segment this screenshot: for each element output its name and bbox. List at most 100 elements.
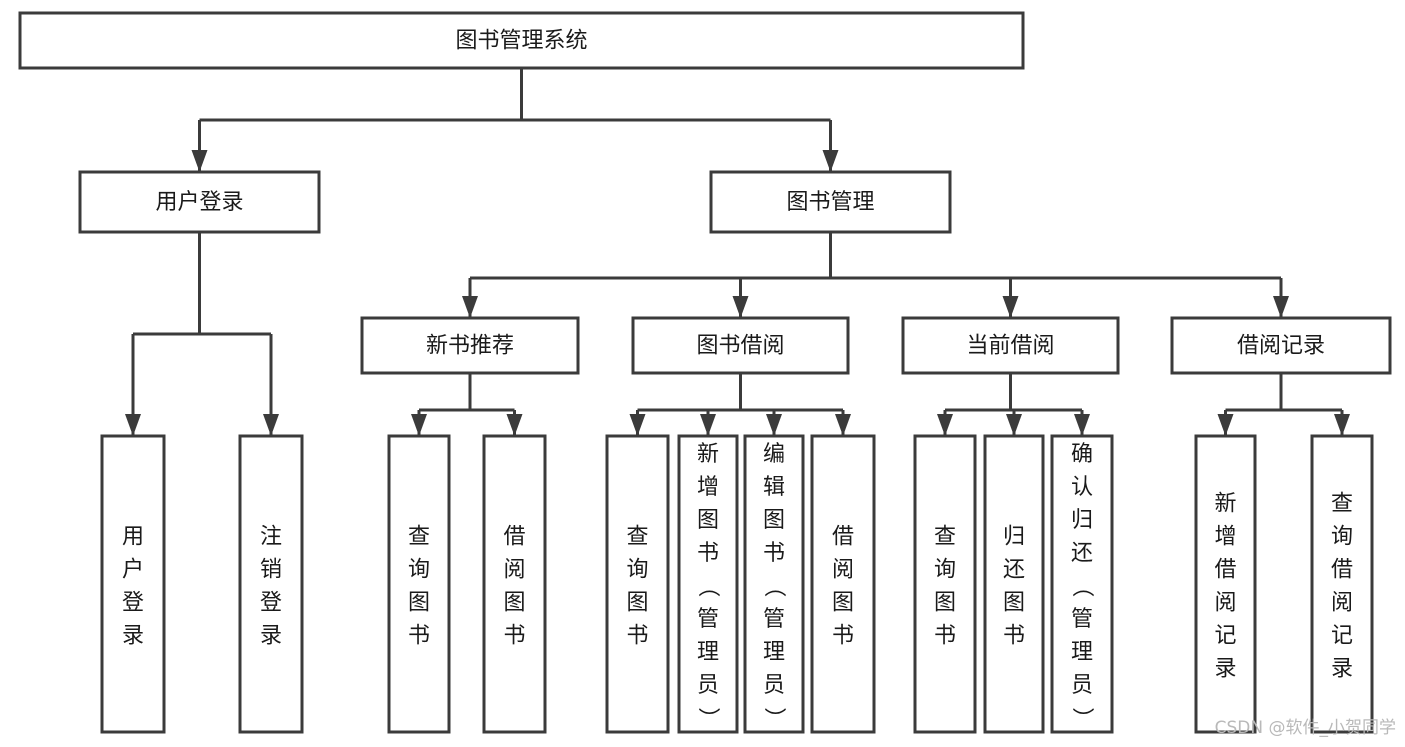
arrow-down-icon-l3-0-0 — [411, 414, 427, 436]
label-char: （ — [695, 575, 720, 597]
arrow-down-icon-l3-1-2 — [766, 414, 782, 436]
node-layer: 图书管理系统用户登录图书管理新书推荐图书借阅当前借阅借阅记录用户登录注销登录查询… — [18, 11, 1392, 734]
label-char: 书 — [697, 541, 719, 566]
arrow-down-icon-books-0 — [462, 296, 478, 318]
root-node-box[interactable] — [18, 11, 1025, 70]
label-char: 图 — [626, 591, 648, 616]
label-char: 新 — [1214, 492, 1236, 517]
arrow-down-icon-userlogin-1 — [263, 414, 279, 436]
leaf-node-box-11[interactable] — [1194, 434, 1257, 734]
leaf-node-box-8[interactable] — [913, 434, 977, 734]
label-char: 录 — [260, 624, 282, 649]
level2-node-label-0: 用户登录 — [155, 190, 243, 215]
label-char: 图 — [832, 591, 854, 616]
arrow-down-icon-books-2 — [1002, 296, 1019, 318]
level2-node-label-1: 图书管理 — [786, 190, 874, 215]
label-char: 阅 — [1214, 591, 1236, 616]
leaf-node-box-3[interactable] — [482, 434, 547, 734]
label-char: 编 — [763, 442, 785, 467]
label-char: 书 — [1003, 624, 1025, 649]
label-char: 辑 — [763, 475, 785, 500]
leaf-node-box-7[interactable] — [810, 434, 876, 734]
label-char: 借 — [1331, 558, 1353, 583]
leaf-node-box-5[interactable] — [677, 434, 739, 734]
label-char: （ — [1069, 575, 1094, 597]
leaf-node-label-0: 用户登录 — [122, 525, 144, 649]
label-char: 书 — [503, 624, 525, 649]
label-char: ） — [1069, 707, 1094, 729]
label-char: 阅 — [503, 558, 525, 583]
label-char: 阅 — [832, 558, 854, 583]
level3-node-label-1: 图书借阅 — [696, 334, 784, 359]
arrow-down-icon-books-1 — [732, 296, 749, 318]
arrow-down-icon-root-1 — [822, 150, 839, 172]
label-char: 借 — [832, 525, 854, 550]
leaf-node-box-12[interactable] — [1310, 434, 1374, 734]
level2-node-box-1[interactable] — [709, 170, 952, 234]
label-char: 查 — [934, 525, 956, 550]
label-char: 图 — [697, 508, 719, 533]
arrow-down-icon-l3-2-1 — [1006, 414, 1022, 436]
level2-node-box-0[interactable] — [78, 170, 321, 234]
label-char: 归 — [1003, 525, 1025, 550]
label-char: 借 — [1214, 558, 1236, 583]
leaf-node-box-4[interactable] — [605, 434, 670, 734]
label-char: 记 — [1331, 624, 1353, 649]
arrow-down-icon-l3-0-1 — [506, 414, 523, 436]
leaf-node-box-9[interactable] — [983, 434, 1045, 734]
label-char: 管 — [697, 607, 719, 632]
label-char: 登 — [260, 591, 282, 616]
level3-node-box-0[interactable] — [360, 316, 580, 375]
arrow-down-icon-l3-1-1 — [700, 414, 716, 436]
label-char: （ — [761, 575, 786, 597]
level3-node-box-1[interactable] — [631, 316, 850, 375]
label-char: 员 — [1071, 673, 1093, 698]
label-char: 图 — [408, 591, 430, 616]
label-char: ） — [695, 707, 720, 729]
arrow-down-icon-root-0 — [191, 150, 208, 172]
leaf-node-box-6[interactable] — [743, 434, 805, 734]
arrow-down-icon-l3-1-3 — [835, 414, 851, 436]
arrow-down-icon-l3-1-0 — [629, 414, 646, 436]
leaf-node-box-1[interactable] — [238, 434, 304, 734]
label-char: 认 — [1071, 475, 1093, 500]
label-char: 员 — [763, 673, 785, 698]
level3-node-box-3[interactable] — [1170, 316, 1392, 375]
label-char: 销 — [260, 558, 282, 583]
label-char: 查 — [1331, 492, 1353, 517]
label-char: 归 — [1071, 508, 1093, 533]
label-char: 增 — [697, 475, 719, 500]
label-char: 注 — [260, 525, 282, 550]
label-char: 理 — [1071, 640, 1093, 665]
level3-node-box-2[interactable] — [901, 316, 1120, 375]
label-char: 管 — [763, 607, 785, 632]
label-char: 询 — [934, 558, 956, 583]
label-char: 登 — [122, 591, 144, 616]
label-char: 还 — [1071, 541, 1093, 566]
leaf-node-box-2[interactable] — [387, 434, 451, 734]
arrow-down-icon-userlogin-0 — [125, 414, 141, 436]
level3-node-label-3: 借阅记录 — [1237, 334, 1325, 359]
leaf-node-box-10[interactable] — [1050, 434, 1114, 734]
arrow-down-icon-books-3 — [1273, 296, 1289, 318]
connector-layer — [125, 68, 1350, 436]
label-char: 新 — [697, 442, 719, 467]
arrow-down-icon-l3-3-0 — [1217, 414, 1234, 436]
label-char: 户 — [122, 558, 144, 583]
root-node-label: 图书管理系统 — [455, 29, 587, 54]
label-char: 录 — [122, 624, 144, 649]
label-char: 录 — [1214, 657, 1236, 682]
label-char: 增 — [1214, 525, 1236, 550]
label-char: 书 — [626, 624, 648, 649]
leaf-node-box-0[interactable] — [100, 434, 166, 734]
label-char: 还 — [1003, 558, 1025, 583]
